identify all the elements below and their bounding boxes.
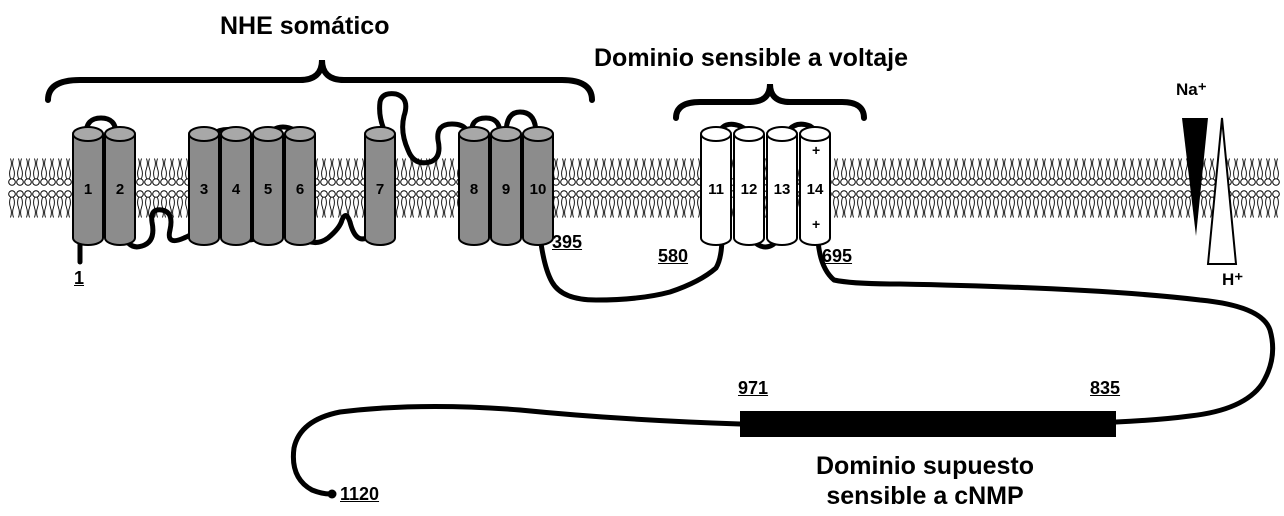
helix-12-number: 12 [741,181,758,198]
residue-395-label: 395 [552,232,583,252]
helix-2-number: 2 [116,181,124,198]
loop-10-11 [537,233,725,303]
cnmp-domain-bar [740,411,1116,437]
residue-835-label: 835 [1090,378,1121,398]
na-gradient-triangle [1182,118,1208,236]
helix-5-number: 5 [264,181,272,198]
loop-9-10 [503,109,539,137]
helix-10: 10 [522,126,554,246]
helix-4: 4 [220,126,252,246]
c-terminal-chain-a [815,237,1276,425]
helix-11: 11 [700,126,732,246]
h-gradient-triangle [1206,117,1238,265]
residue-580-label: 580 [658,246,689,266]
helix-8-number: 8 [470,181,478,198]
residue-1120-label: 1120 [340,484,380,504]
somatic-helices: 1 2 3 4 5 6 7 8 9 10 [72,126,554,246]
helix-2: 2 [104,126,136,246]
helix-7: 7 [364,126,396,246]
helix-1: 1 [72,126,104,246]
loop-6-7 [297,213,373,245]
helix-6: 6 [284,126,316,246]
c-terminus-dot [327,489,337,499]
plus-charge-top: + [812,142,821,158]
voltage-domain-label: Dominio sensible a voltaje [594,44,908,72]
nhe-somatico-label: NHE somático [220,12,390,40]
helix-7-number: 7 [376,181,384,198]
cnmp-domain-label-1: Dominio supuesto [815,452,1035,480]
loop-2-3 [121,207,199,250]
helix-1-number: 1 [84,181,92,198]
helix-10-number: 10 [530,181,547,198]
residue-695-label: 695 [822,246,853,266]
na-ion-label: Na⁺ [1176,80,1207,99]
helix-13: 13 [766,126,798,246]
h-ion-label: H⁺ [1222,270,1244,289]
helix-13-number: 13 [774,181,791,198]
voltage-helices: 11 12 13 14 [700,126,831,246]
residue-971-label: 971 [738,378,769,398]
helix-9-number: 9 [502,181,510,198]
helix-5: 5 [252,126,284,246]
helix-3: 3 [188,126,220,246]
brace-voltage-domain [673,83,867,121]
cnmp-domain-label-2: sensible a cNMP [826,482,1024,510]
helix-9: 9 [490,126,522,246]
helix-6-number: 6 [296,181,304,198]
helix-14-number: 14 [807,181,824,198]
helix-11-number: 11 [708,181,724,198]
plus-charge-bottom: + [812,216,821,232]
helix-3-number: 3 [200,181,208,198]
brace-nhe-somatico [45,59,595,103]
helix-12: 12 [733,126,765,246]
helix-8: 8 [458,126,490,246]
helix-4-number: 4 [232,181,241,198]
loop-7-8 [377,91,471,166]
c-terminal-chain-b [290,403,743,497]
helix-14: 14 [799,126,831,246]
residue-1-label: 1 [74,268,85,288]
